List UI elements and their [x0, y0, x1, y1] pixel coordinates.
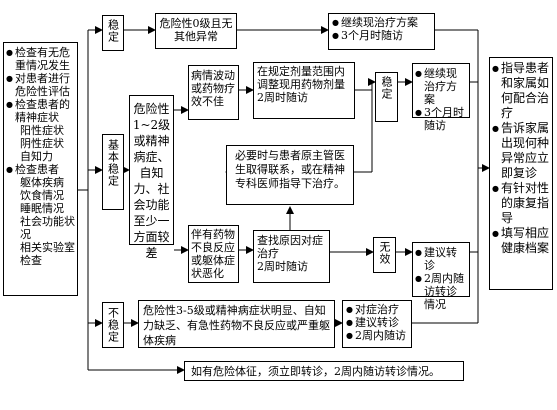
- referral-box: 建议转诊2周内随访转诊情况: [412, 242, 470, 311]
- ineffective-status: 无效: [373, 237, 396, 273]
- adjust-stable-status: 稳定: [375, 72, 398, 122]
- check-item: 阳性症状: [20, 124, 64, 137]
- adjust-result-item: 3个月时随访: [415, 106, 467, 132]
- unstable-result-item: 2周内随访: [346, 329, 408, 342]
- guidance-item: 填写相应健康档案: [492, 226, 550, 256]
- investigate-box: 查找原因对症治疗 2周时随访: [253, 230, 330, 283]
- guidance-item: 有针对性的康复指导: [492, 181, 550, 226]
- stable-result-item: 3个月时随访: [332, 29, 431, 42]
- guidance-panel: 指导患者和家属如何配合治疗告诉家属出现何种异常应立即复诊有针对性的康复指导填写相…: [489, 57, 553, 290]
- guidance-item: 告诉家属出现何种异常应立即复诊: [492, 121, 550, 181]
- basic-condition: 危险性1~2级或精神病症、自知力、社会功能至少一方面较差: [129, 95, 174, 260]
- check-item: 自知力: [20, 150, 53, 163]
- bottom-note: 如有危险体征，须立即转诊，2周内随访转诊情况。: [184, 361, 464, 381]
- referral-item: 建议转诊: [415, 246, 467, 272]
- consult-box: 必要时与患者原主管医生取得联系，或在精神专科医师指导下治疗。: [226, 145, 354, 205]
- check-items-list: 检查有无危重情况发生对患者进行危险性评估检查患者的精神症状阳性症状阴性症状自知力…: [6, 46, 75, 267]
- check-item: 检查患者: [6, 163, 75, 176]
- guidance-list: 指导患者和家属如何配合治疗告诉家属出现何种异常应立即复诊有针对性的康复指导填写相…: [492, 61, 550, 256]
- poor-effect-box: 病情波动或药物疗效不佳: [188, 65, 239, 120]
- adjust-stable-result: 继续现治疗方案3个月时随访: [412, 63, 470, 132]
- side-effect-box: 伴有药物不良反应或躯体症状恶化: [188, 225, 239, 283]
- check-item: 阴性症状: [20, 137, 64, 150]
- adjust-result-item: 继续现治疗方案: [415, 67, 467, 106]
- check-item: 睡眠情况: [20, 202, 64, 215]
- check-item: 社会功能状况: [20, 215, 75, 241]
- stable-condition: 危险性0级且无其他异常: [155, 13, 237, 49]
- stable-result-item: 继续现治疗方案: [332, 16, 431, 29]
- unstable-condition: 危险性3-5级或精神病症状明显、自知力缺乏、有急性药物不良反应或严重躯体疾病: [138, 300, 335, 348]
- referral-list: 建议转诊2周内随访转诊情况: [415, 246, 467, 311]
- adjust-stable-list: 继续现治疗方案3个月时随访: [415, 67, 467, 132]
- unstable-result-item: 建议转诊: [346, 316, 408, 329]
- check-item: 躯体疾病: [20, 176, 64, 189]
- status-stable: 稳定: [102, 15, 124, 51]
- unstable-result-item: 对症治疗: [346, 303, 408, 316]
- check-item: 检查患者的精神症状: [6, 98, 75, 124]
- adjust-dose-box: 在规定剂量范围内调整现用药物剂量 2周时随访: [253, 62, 355, 119]
- status-unstable: 不稳定: [102, 302, 124, 348]
- unstable-result-list: 对症治疗建议转诊2周内随访: [346, 303, 408, 342]
- check-item: 相关实验室检查: [20, 241, 75, 267]
- unstable-result: 对症治疗建议转诊2周内随访: [342, 300, 412, 348]
- check-item: 对患者进行危险性评估: [6, 72, 75, 98]
- check-item: 检查有无危重情况发生: [6, 46, 75, 72]
- check-items-panel: 检查有无危重情况发生对患者进行危险性评估检查患者的精神症状阳性症状阴性症状自知力…: [3, 42, 78, 296]
- stable-result-list: 继续现治疗方案3个月时随访: [332, 16, 431, 42]
- referral-item: 2周内随访转诊情况: [415, 272, 467, 311]
- status-basic-stable: 基本稳定: [102, 134, 124, 210]
- guidance-item: 指导患者和家属如何配合治疗: [492, 61, 550, 121]
- stable-result: 继续现治疗方案3个月时随访: [328, 13, 435, 50]
- check-item: 饮食情况: [20, 189, 64, 202]
